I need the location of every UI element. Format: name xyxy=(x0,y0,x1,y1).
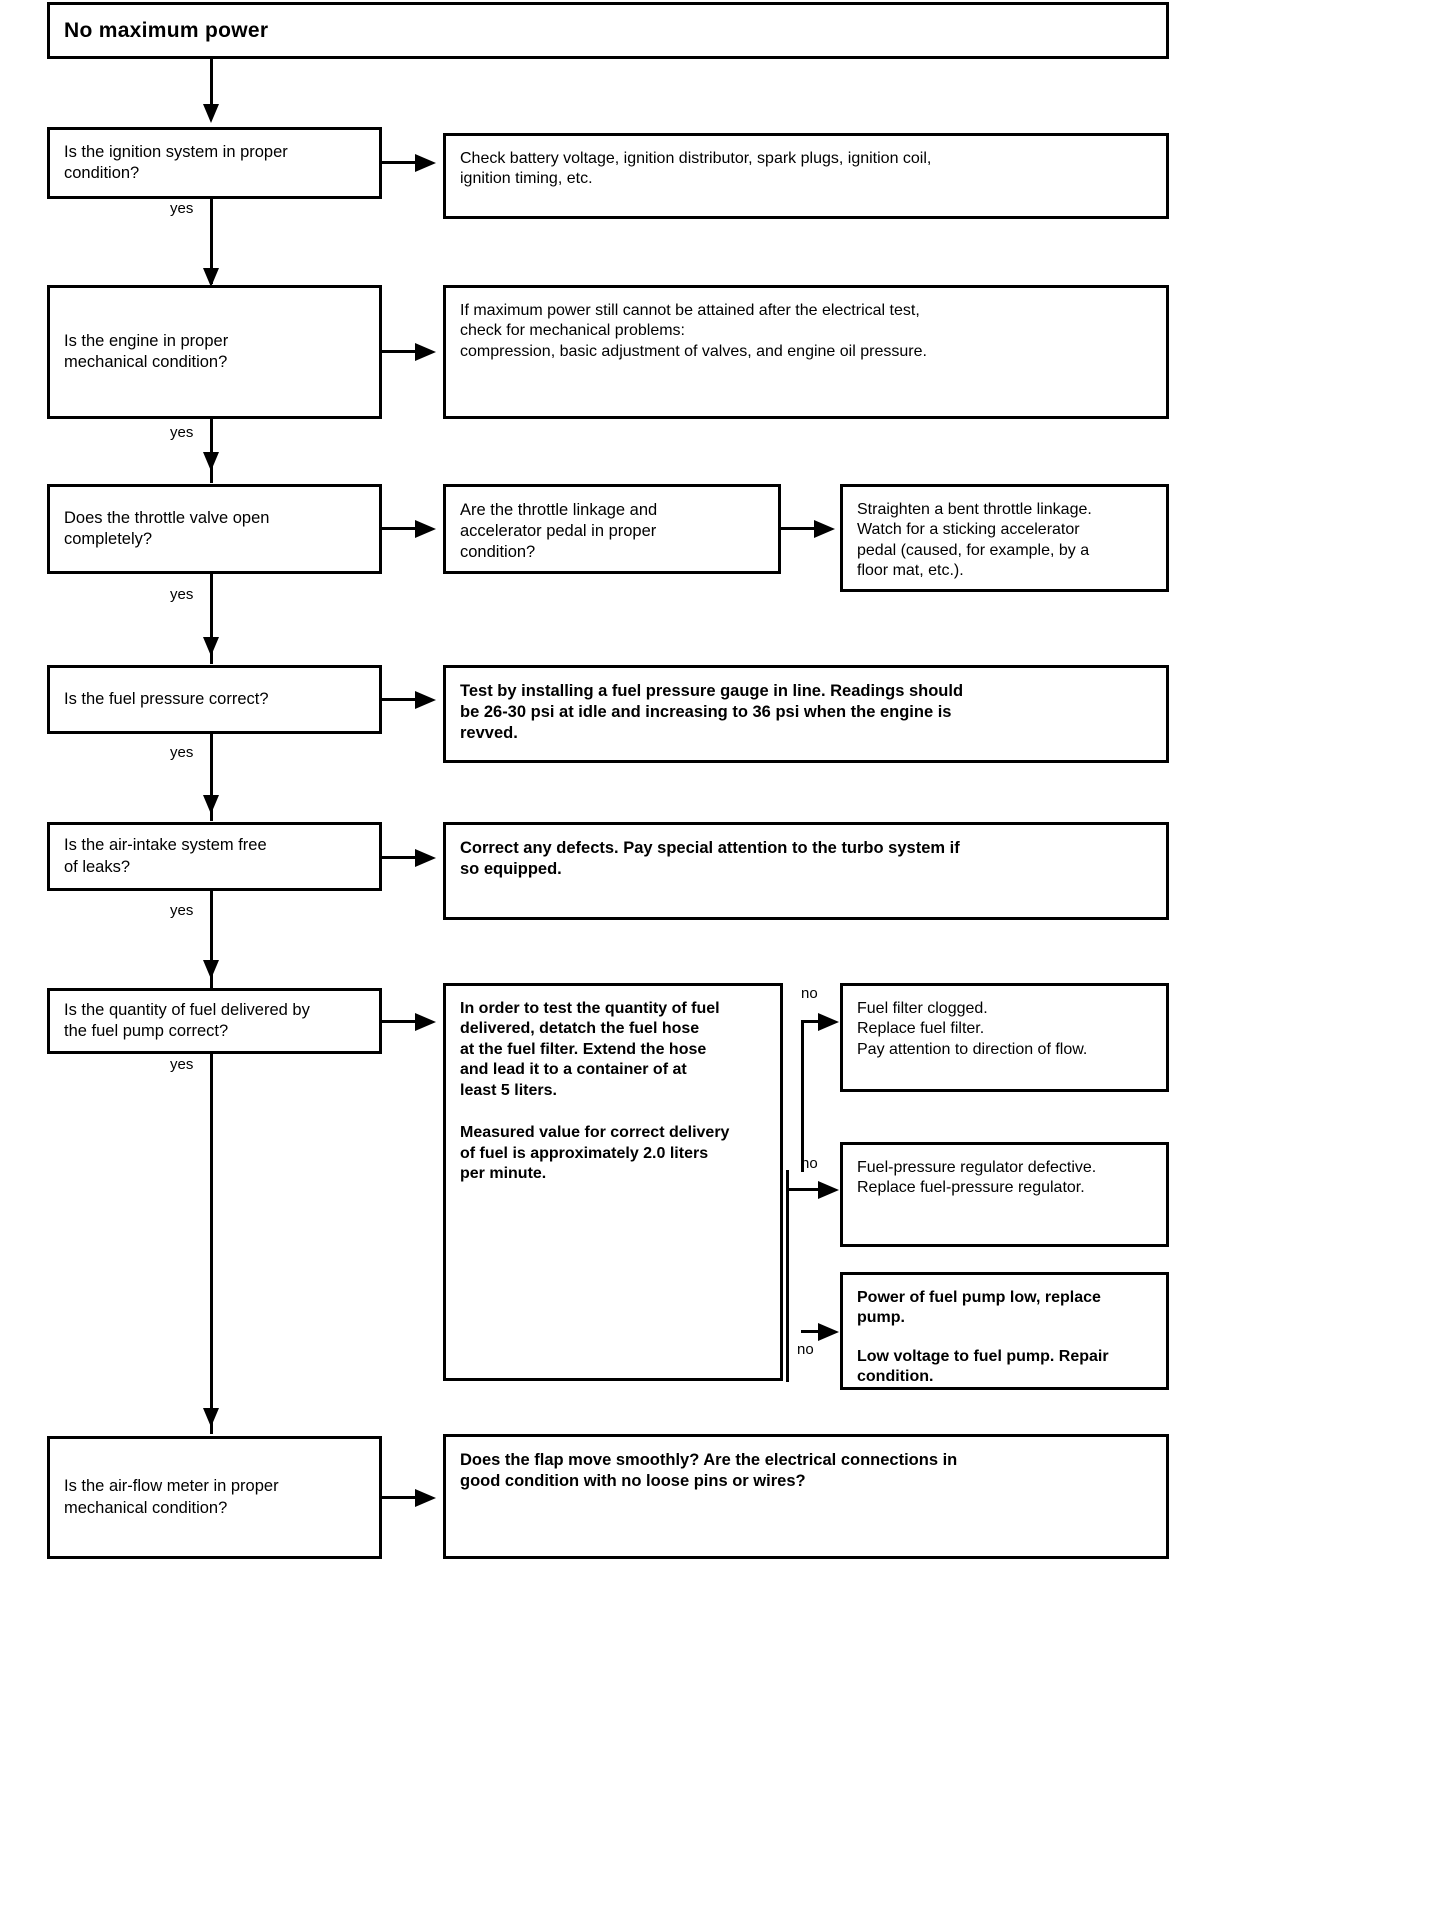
node-q7-air-flow-meter: Is the air-flow meter in proper mechanic… xyxy=(47,1436,382,1559)
connector-no1-arm xyxy=(801,1020,834,1023)
label-yes-3: yes xyxy=(170,586,194,603)
node-q6-text: Is the quantity of fuel delivered by the… xyxy=(64,1000,310,1040)
arrow-no1 xyxy=(818,1013,839,1031)
connector-q2-q3 xyxy=(210,419,213,483)
arrow-q5-q6 xyxy=(203,960,219,979)
arrow-q3-q4 xyxy=(203,637,219,656)
node-q3-text: Does the throttle valve open completely? xyxy=(64,508,270,548)
arrow-q2-q3 xyxy=(203,452,219,471)
arrow-q6-a6 xyxy=(415,1013,436,1031)
node-a7-flap-check: Does the flap move smoothly? Are the ele… xyxy=(443,1434,1169,1559)
arrow-q2-a2 xyxy=(415,343,436,361)
node-a6-paragraph-1: In order to test the quantity of fuel de… xyxy=(460,1000,720,1099)
node-q5-text: Is the air-intake system free of leaks? xyxy=(64,836,267,876)
label-yes-1: yes xyxy=(170,200,194,217)
arrow-q5-a5 xyxy=(415,849,436,867)
node-a1-text: Check battery voltage, ignition distribu… xyxy=(460,150,932,188)
node-a7-text: Does the flap move smoothly? Are the ele… xyxy=(460,1451,958,1491)
connector-q6-q7 xyxy=(210,1054,213,1434)
node-result-3a-text: Power of fuel pump low, replace pump. xyxy=(857,1289,1101,1327)
label-no-3: no xyxy=(797,1341,814,1358)
connector-q1-a1 xyxy=(382,161,430,164)
label-yes-2: yes xyxy=(170,424,194,441)
connector-q4-a4 xyxy=(382,698,430,701)
node-a3-throttle-linkage-question: Are the throttle linkage and accelerator… xyxy=(443,484,781,574)
connector-start-q1 xyxy=(210,59,213,109)
arrow-q6-q7 xyxy=(203,1408,219,1427)
label-yes-4: yes xyxy=(170,744,194,761)
node-a2-mechanical-checks: If maximum power still cannot be attaine… xyxy=(443,285,1169,419)
node-a4-text: Test by installing a fuel pressure gauge… xyxy=(460,682,964,743)
node-start-text: No maximum power xyxy=(64,19,269,42)
arrow-q1-a1 xyxy=(415,154,436,172)
arrow-q4-a4 xyxy=(415,691,436,709)
connector-q5-q6 xyxy=(210,891,213,989)
node-result-fuel-pressure-regulator: Fuel-pressure regulator defective. Repla… xyxy=(840,1142,1169,1247)
connector-q3-q4 xyxy=(210,574,213,664)
node-q3-throttle: Does the throttle valve open completely? xyxy=(47,484,382,574)
node-q2-mechanical: Is the engine in proper mechanical condi… xyxy=(47,285,382,419)
connector-q7-a7 xyxy=(382,1496,430,1499)
arrow-q3-a3 xyxy=(415,520,436,538)
connector-q3-a3 xyxy=(382,527,430,530)
arrow-q4-q5 xyxy=(203,795,219,814)
node-result-fuel-filter-clogged: Fuel filter clogged. Replace fuel filter… xyxy=(840,983,1169,1092)
arrow-q7-a7 xyxy=(415,1489,436,1507)
node-q7-text: Is the air-flow meter in proper mechanic… xyxy=(64,1477,279,1517)
node-a6-fuel-delivery-test: In order to test the quantity of fuel de… xyxy=(443,983,783,1381)
node-a3b-straighten-linkage: Straighten a bent throttle linkage. Watc… xyxy=(840,484,1169,592)
node-result-1-text: Fuel filter clogged. Replace fuel filter… xyxy=(857,1000,1088,1058)
connector-a6-no-spine xyxy=(786,1170,789,1382)
connector-q2-a2 xyxy=(382,350,430,353)
arrow-a3-a3b xyxy=(814,520,835,538)
label-no-1: no xyxy=(801,985,818,1002)
node-a3-text: Are the throttle linkage and accelerator… xyxy=(460,501,658,562)
node-q4-fuel-pressure: Is the fuel pressure correct? xyxy=(47,665,382,734)
node-a1-ignition-checks: Check battery voltage, ignition distribu… xyxy=(443,133,1169,219)
arrow-q1-q2 xyxy=(203,268,219,287)
connector-no3-arm xyxy=(801,1330,834,1333)
connector-q5-a5 xyxy=(382,856,430,859)
node-a2-text: If maximum power still cannot be attaine… xyxy=(460,302,927,360)
label-yes-6: yes xyxy=(170,1056,194,1073)
node-result-fuel-pump-power: Power of fuel pump low, replace pump. Lo… xyxy=(840,1272,1169,1390)
connector-q4-q5 xyxy=(210,734,213,821)
connector-q6-a6 xyxy=(382,1020,430,1023)
node-q4-text: Is the fuel pressure correct? xyxy=(64,689,269,708)
node-q2-text: Is the engine in proper mechanical condi… xyxy=(64,331,229,371)
connector-no1-riser xyxy=(801,1020,804,1172)
connector-no2-arm xyxy=(786,1188,834,1191)
node-a5-correct-defects: Correct any defects. Pay special attenti… xyxy=(443,822,1169,920)
node-a5-text: Correct any defects. Pay special attenti… xyxy=(460,839,960,879)
node-start: No maximum power xyxy=(47,2,1169,59)
node-q5-air-intake: Is the air-intake system free of leaks? xyxy=(47,822,382,891)
node-q1-ignition: Is the ignition system in proper conditi… xyxy=(47,127,382,199)
node-result-2-text: Fuel-pressure regulator defective. Repla… xyxy=(857,1159,1097,1197)
connector-a3-a3b xyxy=(781,527,829,530)
arrow-no2 xyxy=(818,1181,839,1199)
node-a3b-text: Straighten a bent throttle linkage. Watc… xyxy=(857,501,1092,580)
node-q6-fuel-pump: Is the quantity of fuel delivered by the… xyxy=(47,988,382,1054)
label-no-2: no xyxy=(801,1155,818,1172)
node-a4-fuel-pressure-test: Test by installing a fuel pressure gauge… xyxy=(443,665,1169,763)
node-result-3b-text: Low voltage to fuel pump. Repair conditi… xyxy=(857,1347,1109,1386)
arrow-no3 xyxy=(818,1323,839,1341)
node-q1-text: Is the ignition system in proper conditi… xyxy=(64,142,288,182)
connector-q1-q2 xyxy=(210,199,213,284)
arrow-start-q1 xyxy=(203,104,219,123)
label-yes-5: yes xyxy=(170,902,194,919)
node-a6-paragraph-2: Measured value for correct delivery of f… xyxy=(460,1124,730,1183)
